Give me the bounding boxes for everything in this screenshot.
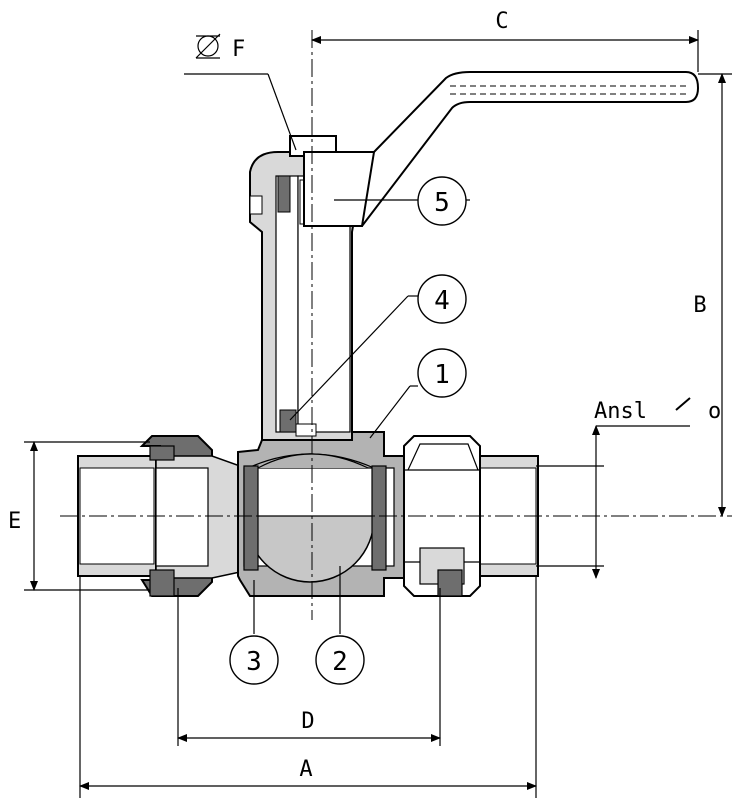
valve-handle xyxy=(303,71,700,227)
dimension-a: A xyxy=(79,576,537,798)
callout-5: 5 xyxy=(334,176,470,226)
dimension-connection: Ansl o xyxy=(536,397,721,579)
callout-1-number: 1 xyxy=(434,360,450,390)
valve-body xyxy=(77,431,539,597)
callout-4: 4 xyxy=(289,274,467,421)
connection-label: Ansl xyxy=(594,399,647,424)
dimension-a-label: A xyxy=(299,757,312,782)
callout-4-number: 4 xyxy=(434,286,450,316)
callout-3: 3 xyxy=(229,580,279,685)
callout-2-number: 2 xyxy=(332,647,348,677)
dimension-e-label: E xyxy=(8,509,21,534)
dimension-b-label: B xyxy=(693,293,706,318)
dimension-b: B xyxy=(693,73,732,517)
callout-3-number: 3 xyxy=(246,647,262,677)
dimension-phi-f: F xyxy=(184,33,297,151)
dimension-e: E xyxy=(8,441,150,591)
connection-suffix: o xyxy=(708,399,721,424)
dimension-d: D xyxy=(177,588,441,746)
callout-2: 2 xyxy=(315,566,365,685)
dimension-c-label: C xyxy=(495,9,508,34)
dimension-c: C xyxy=(311,9,699,72)
dimension-d-label: D xyxy=(301,709,314,734)
callout-5-number: 5 xyxy=(434,188,450,218)
dimension-f-label: F xyxy=(232,37,245,62)
callout-1: 1 xyxy=(369,348,467,439)
